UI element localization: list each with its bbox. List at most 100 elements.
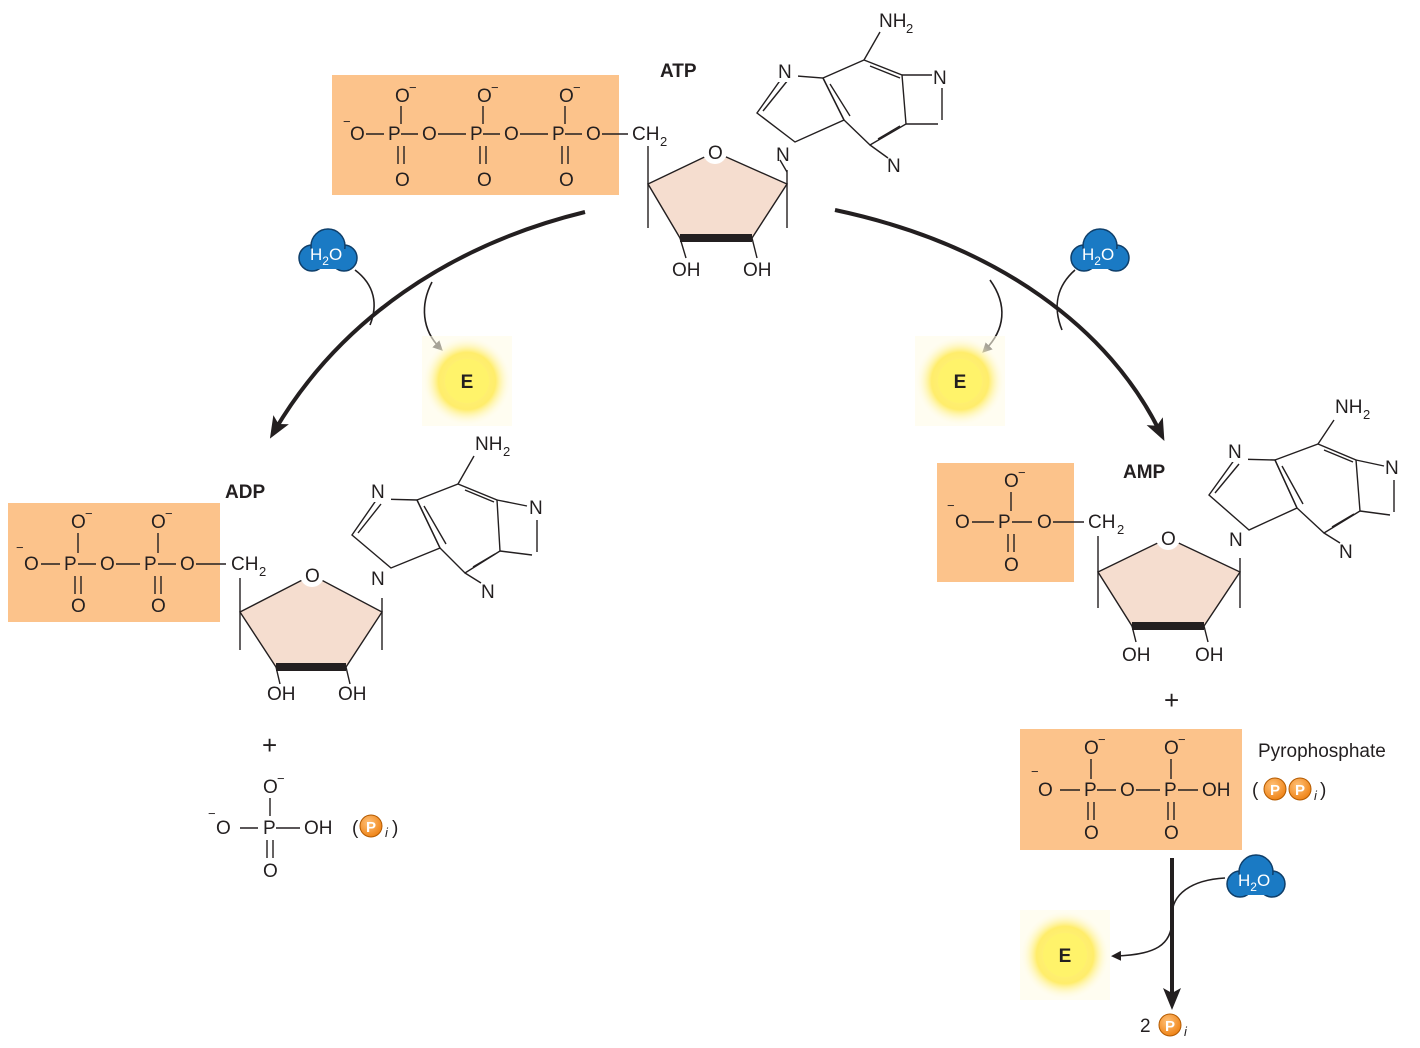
svg-text:i: i xyxy=(1314,788,1318,803)
svg-text:OH: OH xyxy=(1122,645,1151,666)
svg-text:P: P xyxy=(1165,1018,1175,1035)
svg-text:CH: CH xyxy=(1088,512,1115,533)
svg-text:O: O xyxy=(955,512,970,533)
svg-text:N: N xyxy=(371,482,385,503)
atom-o: O xyxy=(180,554,195,575)
svg-text:O: O xyxy=(263,777,278,798)
svg-text:NH: NH xyxy=(1335,397,1362,418)
water-subscript: 2 xyxy=(1094,254,1101,268)
svg-text:): ) xyxy=(1320,780,1326,801)
adp-diphosphate: − O P O P O CH 2 O − O − O O xyxy=(16,506,266,617)
svg-text:O: O xyxy=(1161,529,1176,550)
svg-text:O: O xyxy=(1004,555,1019,576)
atom-o: O xyxy=(350,124,365,145)
svg-text:(: ( xyxy=(1252,780,1259,801)
svg-text:O: O xyxy=(71,512,86,533)
svg-text:OH: OH xyxy=(267,684,296,705)
atom-ch: CH xyxy=(231,554,258,575)
water-input-arrow-left xyxy=(354,269,375,326)
atom-n: N xyxy=(776,145,790,166)
water-molecule-icon: H2O xyxy=(1070,228,1130,272)
svg-text:−: − xyxy=(947,498,955,513)
svg-text:−: − xyxy=(1098,732,1106,747)
svg-text:P: P xyxy=(1164,780,1177,801)
svg-text:O: O xyxy=(1038,780,1053,801)
energy-burst-icon: E xyxy=(422,336,512,426)
water-h: H xyxy=(1082,245,1094,264)
svg-text:P: P xyxy=(998,512,1011,533)
svg-text:−: − xyxy=(491,80,499,95)
svg-text:−: − xyxy=(1031,764,1039,779)
atp-phosphate-box xyxy=(332,75,619,195)
svg-text:N: N xyxy=(1385,458,1399,479)
energy-burst-icon: E xyxy=(1020,910,1110,1000)
water-input-arrow-right xyxy=(1056,269,1076,331)
phosphate-circle-icon: P xyxy=(359,814,383,838)
amp-phosphate-box xyxy=(937,463,1074,582)
phosphate-circle-icon: P xyxy=(1158,1013,1182,1037)
adp-adenine: N N N N NH 2 xyxy=(351,434,550,603)
atom-o: O xyxy=(586,124,601,145)
svg-text:OH: OH xyxy=(338,684,367,705)
svg-text:O: O xyxy=(1004,471,1019,492)
svg-text:i: i xyxy=(1184,1024,1188,1039)
water-h: H xyxy=(1238,871,1250,890)
svg-text:−: − xyxy=(1018,465,1026,480)
water-input-arrow-bottom xyxy=(1171,877,1226,916)
svg-text:N: N xyxy=(371,569,385,590)
atom-p: P xyxy=(470,124,483,145)
atom-ch: CH xyxy=(632,124,659,145)
reaction-arrow-atp-to-amp xyxy=(834,208,1165,441)
water-molecule-icon: H2O xyxy=(1226,854,1286,898)
two-inorganic-phosphate: 2 P i xyxy=(1140,1013,1188,1039)
atom-p: P xyxy=(388,124,401,145)
svg-text:−: − xyxy=(277,771,285,786)
svg-text:O: O xyxy=(151,596,166,617)
svg-text:O: O xyxy=(71,596,86,617)
atom-o: O xyxy=(24,554,39,575)
energy-label: E xyxy=(1059,946,1072,967)
inorganic-phosphate: O − − O P OH O ( P i ) xyxy=(208,771,398,882)
svg-text:N: N xyxy=(481,582,495,603)
svg-text:N: N xyxy=(529,498,543,519)
subscript-2: 2 xyxy=(906,21,913,36)
pyrophosphate-box xyxy=(1020,729,1242,850)
svg-text:O: O xyxy=(216,818,231,839)
atom-o: O xyxy=(477,170,492,191)
atom-o-minus: O xyxy=(559,86,574,107)
atom-o: O xyxy=(395,170,410,191)
svg-text:H2O: H2O xyxy=(1238,871,1270,894)
energy-label: E xyxy=(461,372,474,393)
charge-minus: − xyxy=(343,114,351,129)
phosphate-circle-icon: P xyxy=(1263,777,1287,801)
reaction-arrow-atp-to-adp xyxy=(269,210,586,439)
svg-text:N: N xyxy=(1229,530,1243,551)
water-subscript: 2 xyxy=(322,254,329,268)
svg-text:P: P xyxy=(1270,782,1280,799)
adp-ribose: O OH OH xyxy=(238,563,384,705)
svg-text:NH: NH xyxy=(475,434,502,455)
adp-label: ADP xyxy=(225,482,265,503)
atom-p: P xyxy=(552,124,565,145)
svg-text:P: P xyxy=(1295,782,1305,799)
svg-text:O: O xyxy=(1164,738,1179,759)
plus-sign: + xyxy=(262,730,277,760)
atom-oh: OH xyxy=(672,260,701,281)
atom-oh: OH xyxy=(743,260,772,281)
atom-p: P xyxy=(144,554,157,575)
svg-text:O: O xyxy=(1084,823,1099,844)
svg-text:P: P xyxy=(263,818,276,839)
svg-text:−: − xyxy=(16,540,24,555)
svg-text:i: i xyxy=(385,825,389,840)
water-h: H xyxy=(310,245,322,264)
atp-molecule: ATP − O P O P O P O CH 2 O − O − xyxy=(332,11,954,281)
atom-o: O xyxy=(100,554,115,575)
svg-text:O: O xyxy=(1037,512,1052,533)
atp-label: ATP xyxy=(660,61,697,82)
energy-output-arrow-bottom xyxy=(1111,919,1173,961)
pyrophosphate: − O P O P OH O − O − O O Pyrophosphate ( xyxy=(1020,729,1386,850)
svg-text:OH: OH xyxy=(1202,780,1231,801)
svg-text:2: 2 xyxy=(503,444,510,459)
subscript-2: 2 xyxy=(660,134,667,149)
